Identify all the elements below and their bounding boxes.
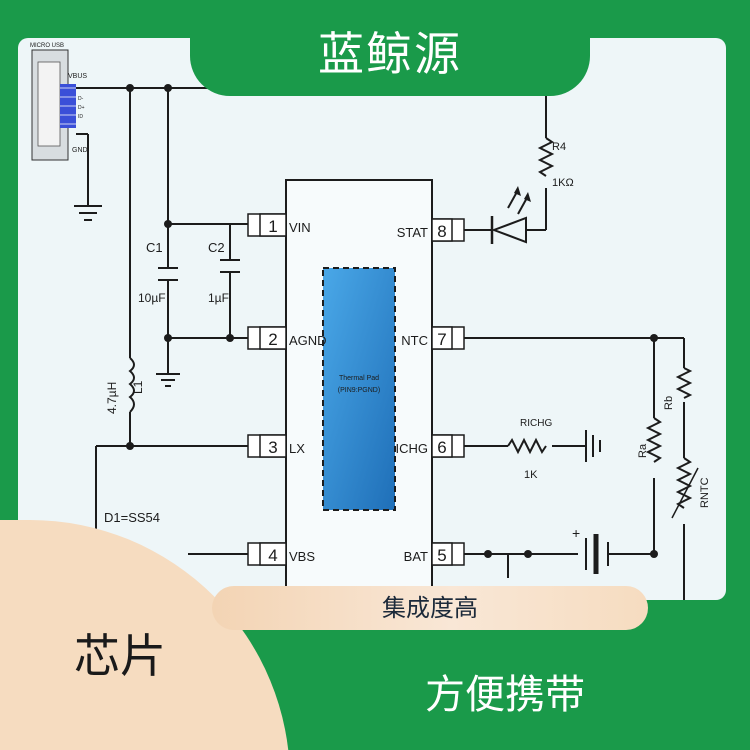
micro-usb-connector: MICRO USB VBUS D- D+ ID GND: [30, 43, 88, 161]
pin-2-name: AGND: [289, 333, 327, 348]
usb-gnd-label: GND: [72, 147, 88, 154]
junction-dots: [126, 84, 658, 558]
pin-4: 4 VBS: [247, 542, 315, 566]
ra-resistor: [645, 417, 663, 463]
pin-7-number: 7: [437, 330, 446, 349]
l1-inductor: [128, 357, 135, 413]
schematic-panel: MICRO USB VBUS D- D+ ID GND: [18, 38, 726, 600]
pin-7-name: NTC: [401, 333, 428, 348]
pin-4-number: 4: [268, 546, 277, 565]
pin-5-name: BAT: [404, 549, 428, 564]
l1-value: 4.7µH: [105, 382, 119, 414]
thermal-pad-sub-label: (PIN9:PGND): [338, 387, 380, 394]
pin-6-number: 6: [437, 438, 446, 457]
usb-pin-dm: D-: [78, 96, 84, 102]
r4-value: 1KΩ: [552, 177, 574, 189]
pin-1-number: 1: [268, 217, 277, 236]
c2-capacitor: [220, 259, 240, 273]
r4-name: R4: [552, 141, 566, 153]
thermal-pad-label: Thermal Pad: [339, 375, 379, 382]
brand-title: 蓝鲸源: [318, 27, 462, 81]
pin-8: 8 STAT: [397, 218, 465, 242]
pin-3-number: 3: [268, 438, 277, 457]
pin-1: 1 VIN: [247, 213, 311, 237]
c2-name: C2: [208, 240, 225, 255]
richg-value: 1K: [524, 469, 538, 481]
ra-name: Ra: [637, 443, 649, 458]
pin-3: 3 LX: [247, 434, 305, 458]
pin-2: 2 AGND: [247, 326, 327, 350]
rntc-thermistor: [671, 457, 699, 519]
rntc-name: RNTC: [699, 477, 711, 508]
pin-1-name: VIN: [289, 220, 311, 235]
pin-6: 6 ICHG: [396, 434, 465, 458]
c2-value: 1µF: [208, 291, 229, 305]
pin-8-name: STAT: [397, 225, 428, 240]
feature-tag-portable: 方便携带: [425, 672, 585, 718]
battery-symbol: [585, 534, 609, 574]
usb-ground-symbol: [74, 205, 102, 221]
feature-bar: [212, 586, 648, 630]
pin-5-number: 5: [437, 546, 446, 565]
usb-vbus-label: VBUS: [68, 73, 87, 80]
rb-resistor: [675, 367, 693, 399]
pin-2-number: 2: [268, 330, 277, 349]
usb-pin-id: ID: [78, 114, 83, 120]
pin-5: 5 BAT: [404, 542, 465, 566]
title-band: [190, 0, 590, 96]
rb-name: Rb: [663, 396, 675, 410]
richg-resistor: [507, 437, 547, 455]
pin-6-name: ICHG: [396, 441, 429, 456]
c1-capacitor: [158, 267, 178, 281]
battery-plus-label: +: [572, 525, 580, 541]
pin-7: 7 NTC: [401, 326, 465, 350]
pin-3-name: LX: [289, 441, 305, 456]
l1-name: L1: [131, 380, 145, 394]
usb-pin-dp: D+: [78, 105, 85, 111]
c1-value: 10µF: [138, 291, 166, 305]
d1-label: D1=SS54: [104, 510, 160, 525]
wiring: [76, 87, 685, 600]
circuit-schematic: MICRO USB VBUS D- D+ ID GND: [30, 43, 711, 600]
pin-8-number: 8: [437, 222, 446, 241]
r4-resistor: [537, 137, 555, 177]
thermal-pad: [322, 267, 396, 511]
usb-title: MICRO USB: [30, 43, 64, 49]
feature-tag-integration: 集成度高: [382, 594, 478, 622]
c1-name: C1: [146, 240, 163, 255]
pin-4-name: VBS: [289, 549, 315, 564]
richg-name: RICHG: [520, 418, 552, 429]
category-tag-chip: 芯片: [74, 629, 166, 683]
c1-ground-symbol: [156, 373, 180, 387]
richg-ground-symbol: [585, 430, 601, 462]
led-diode: [490, 186, 531, 244]
